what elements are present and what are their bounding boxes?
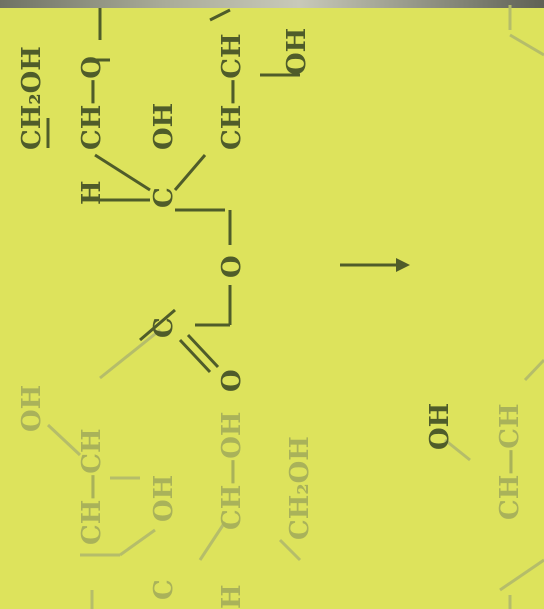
faded-bond-lines (46, 5, 544, 609)
oh-faded-2-label: OH (149, 475, 179, 522)
ch-ch-label: CH—CH (217, 33, 247, 150)
ch2oh-faded-label: CH₂OH (285, 436, 315, 540)
oh-right-label: OH (425, 403, 455, 450)
ch-ch-right-label: CH—CH (495, 403, 525, 520)
h-faded-label: H (217, 584, 247, 609)
photo-strip (0, 0, 544, 8)
o-bridge-label: O (217, 255, 247, 278)
ch-ch-faded-label: CH—CH (77, 428, 107, 545)
oh-top-label: OH (282, 28, 312, 75)
h-label: H (77, 180, 107, 205)
c-faded-label: C (149, 579, 179, 600)
oh-faded-label: OH (17, 385, 47, 432)
oh-mid-label: OH (149, 103, 179, 150)
ch-oh-label: CH—OH (217, 412, 247, 530)
ch2oh-label: CH₂OH (17, 46, 47, 150)
ch-o-label: CH—O (77, 56, 107, 150)
reaction-arrow (340, 258, 410, 272)
c-carbonyl-label: C (149, 317, 179, 338)
bond-lines (46, 8, 300, 374)
c-label: C (149, 187, 179, 208)
o-carbonyl-label: O (217, 369, 247, 392)
